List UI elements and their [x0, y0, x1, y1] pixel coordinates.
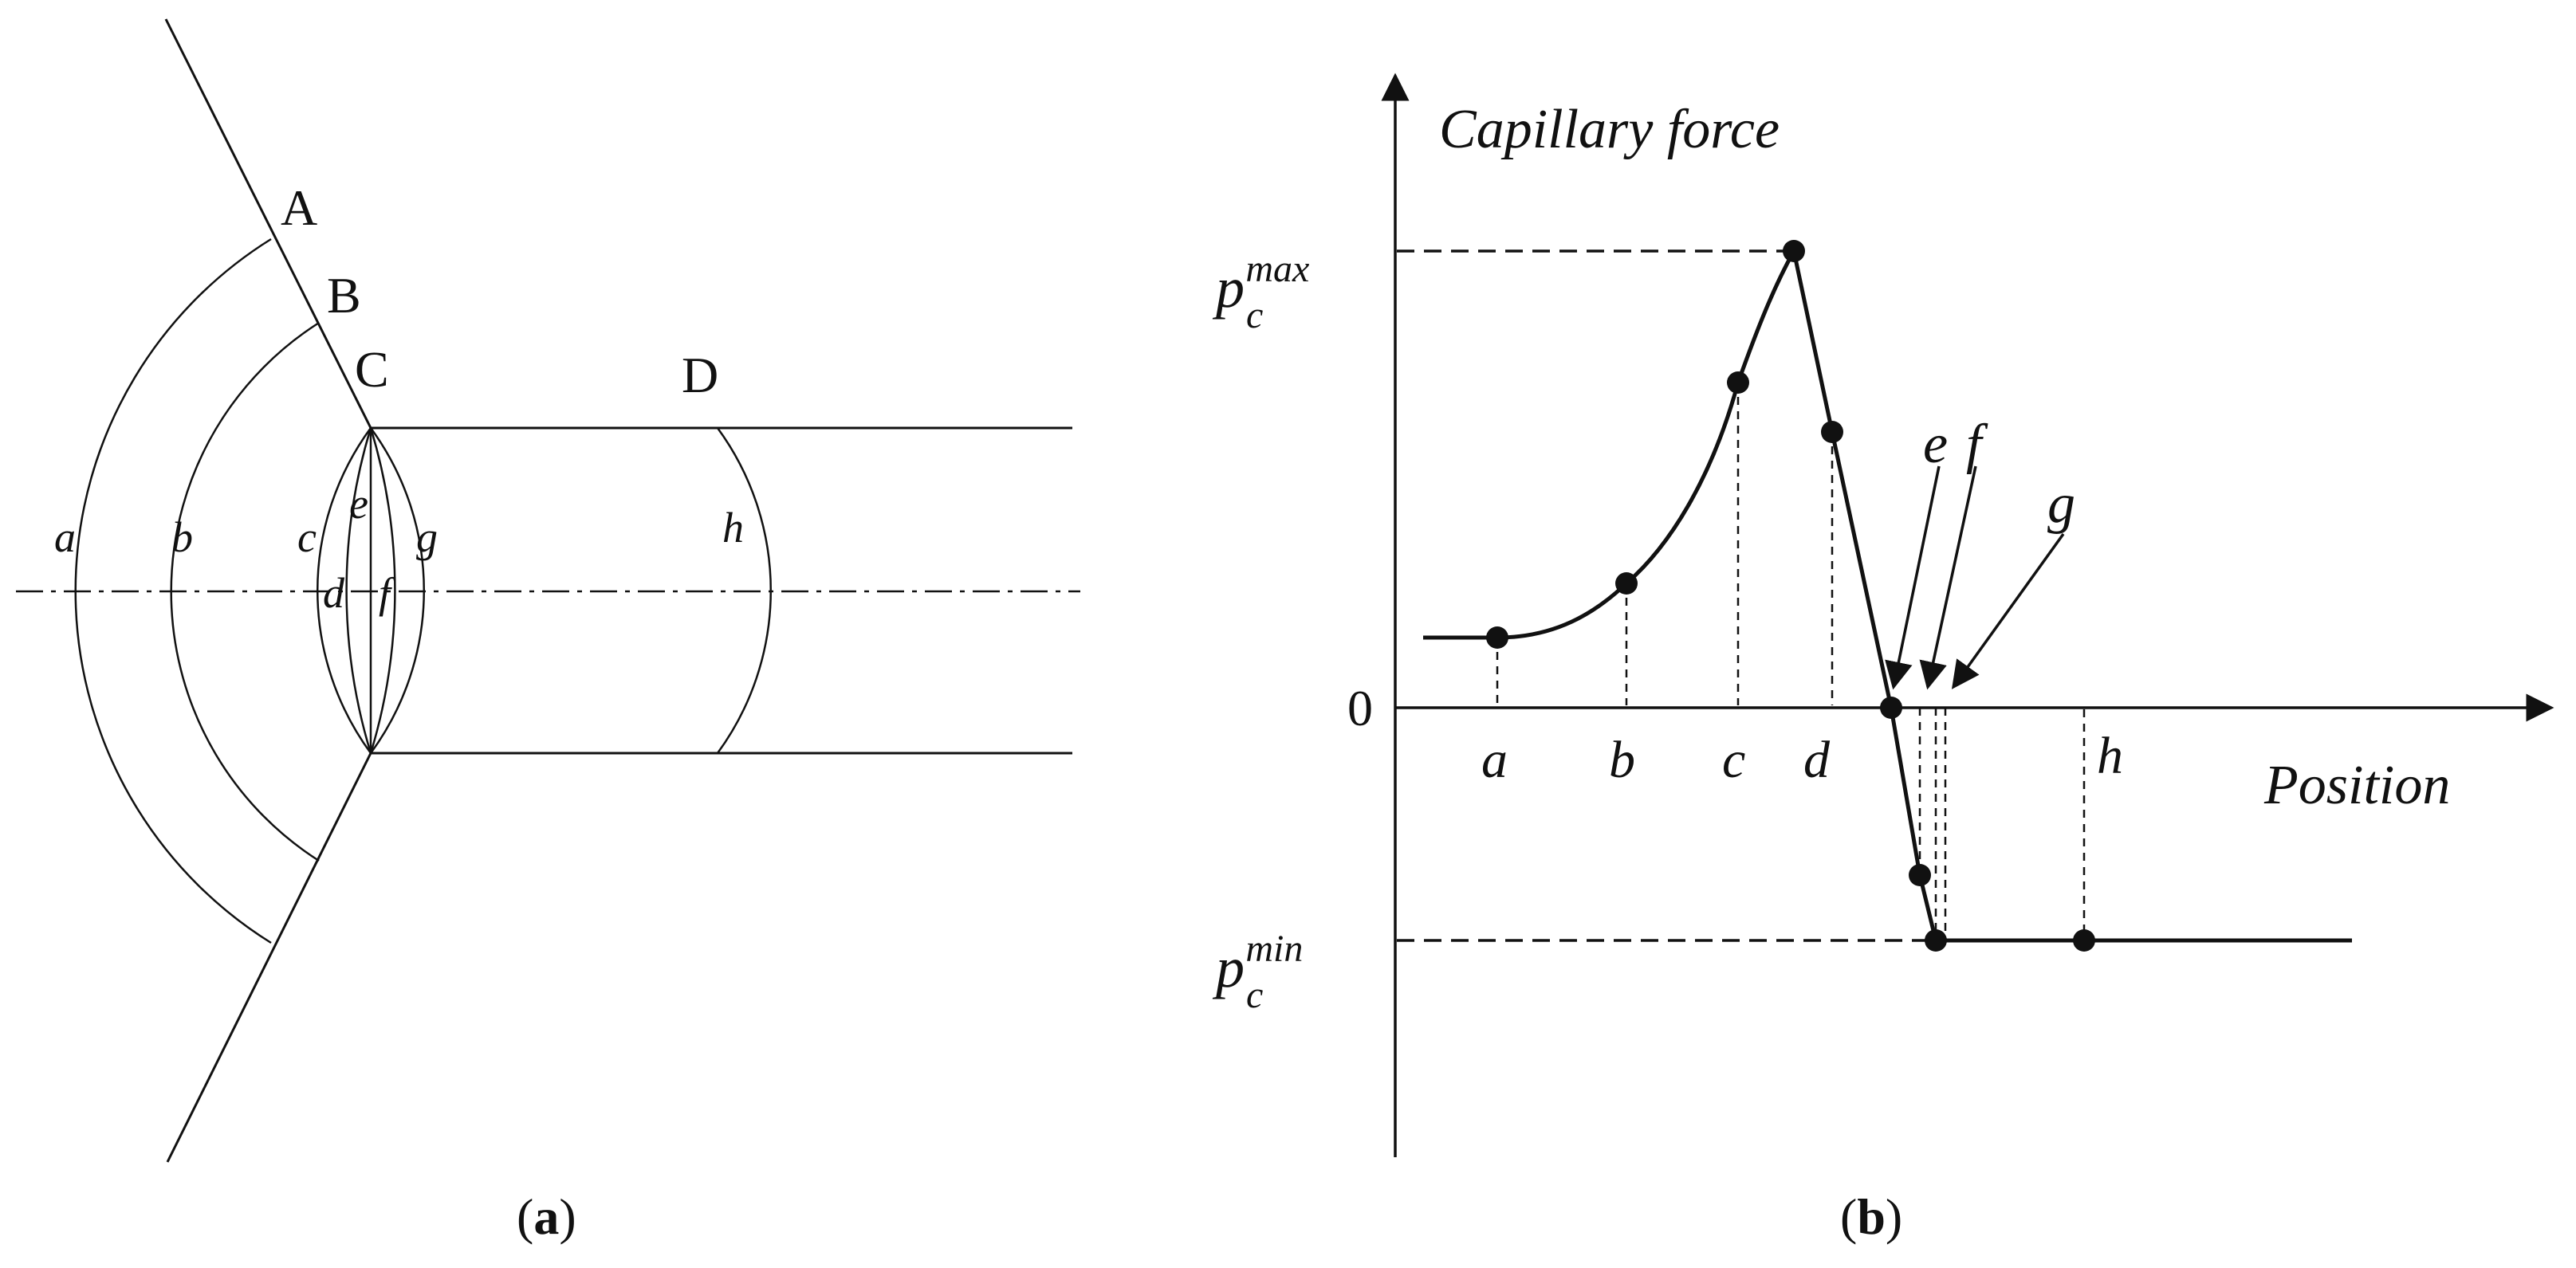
meniscus-h — [716, 427, 772, 754]
point-b — [1615, 572, 1638, 595]
position-label-d: d — [1803, 731, 1831, 789]
point-label-d: D — [682, 347, 718, 403]
meniscus-label-g: g — [416, 513, 438, 561]
meniscus-f — [369, 427, 396, 754]
panel-a: A B C D a b c e g d f h (a) — [16, 18, 1080, 1245]
point-h — [2073, 929, 2095, 952]
point-max — [1783, 240, 1805, 262]
point-label-b: B — [327, 267, 361, 324]
x-axis-label: Position — [2263, 755, 2450, 816]
point-label-a: A — [281, 179, 317, 236]
point-c — [1727, 371, 1749, 394]
pmin-label: pcmin — [1212, 928, 1303, 1016]
meniscus-label-d: d — [323, 569, 345, 617]
point-e — [1880, 697, 1902, 719]
caption-b: (b) — [1840, 1188, 1902, 1245]
pmax-label: pcmax — [1212, 248, 1309, 336]
point-g — [1925, 929, 1947, 952]
upper-wedge-wall — [164, 18, 372, 429]
meniscus-b — [170, 321, 320, 862]
position-label-b: b — [1609, 731, 1635, 789]
zero-label: 0 — [1347, 680, 1373, 736]
position-label-f: f — [1966, 414, 1988, 475]
point-label-c: C — [355, 341, 389, 398]
lower-wedge-wall — [166, 752, 372, 1163]
meniscus-d — [345, 427, 372, 754]
capillary-force-curve — [1423, 245, 2352, 943]
arrow-e — [1885, 465, 1941, 690]
meniscus-label-f: f — [379, 569, 396, 617]
meniscus-label-e: e — [349, 480, 368, 528]
position-label-c: c — [1722, 731, 1745, 789]
point-a — [1486, 626, 1508, 649]
position-label-e: e — [1923, 414, 1948, 475]
meniscus-a — [74, 238, 272, 944]
y-axis-label: Capillary force — [1439, 99, 1780, 160]
position-label-g: g — [2047, 473, 2075, 535]
point-d — [1821, 421, 1843, 443]
caption-a: (a) — [517, 1188, 576, 1245]
meniscus-g — [369, 427, 425, 754]
meniscus-c — [317, 427, 372, 754]
meniscus-label-c: c — [297, 513, 317, 561]
arrow-f — [1919, 465, 1977, 690]
position-label-h: h — [2097, 727, 2123, 785]
panel-b: Capillary force Position 0 pcmax pcmin — [1212, 73, 2554, 1245]
meniscus-label-a: a — [54, 513, 76, 561]
arrow-g — [1951, 532, 2065, 689]
point-f — [1909, 864, 1931, 886]
meniscus-label-h: h — [722, 504, 744, 552]
position-label-a: a — [1481, 731, 1508, 789]
meniscus-label-b: b — [171, 513, 193, 561]
